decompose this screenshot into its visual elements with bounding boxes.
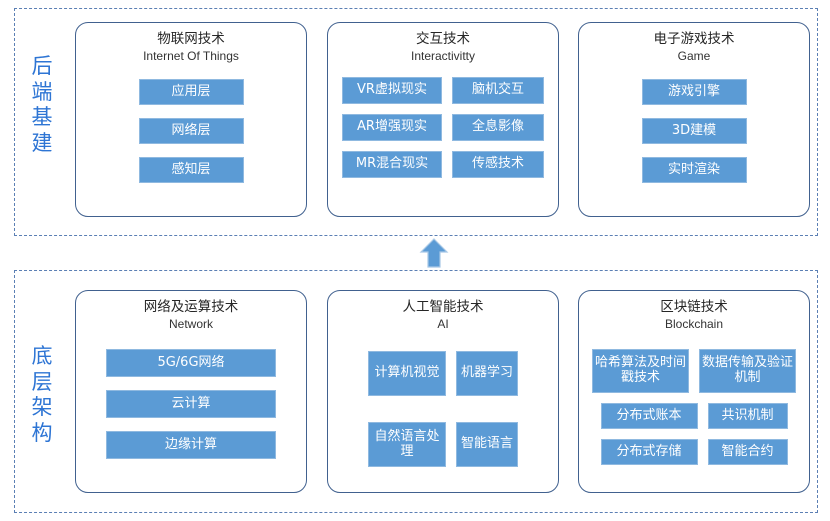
up-arrow-icon [419, 238, 449, 268]
card-interactivity[interactable]: 交互技术 Interactivitty VR虚拟现实 脑机交互 AR增强现实 全… [327, 22, 559, 217]
chip-interactivity-0-0[interactable]: VR虚拟现实 [342, 77, 442, 104]
chip-row: 自然语言处理 智能语言 [368, 422, 518, 467]
chip-interactivity-0-1[interactable]: 脑机交互 [452, 77, 544, 104]
card-interactivity-subtitle: Interactivitty [410, 49, 476, 63]
layer-label-backend: 后端 基建 [31, 54, 53, 155]
chip-row: 计算机视觉 机器学习 [368, 351, 518, 396]
card-blockchain-subtitle: Blockchain [664, 317, 724, 331]
card-iot-chips: 应用层 网络层 感知层 [76, 79, 306, 183]
chip-row: 实时渲染 [641, 157, 747, 183]
chip-ai-0-1[interactable]: 机器学习 [456, 351, 518, 396]
card-iot[interactable]: 物联网技术 Internet Of Things 应用层 网络层 感知层 [75, 22, 307, 217]
card-iot-title: 物联网技术 [157, 31, 225, 47]
chip-game-2-0[interactable]: 实时渲染 [641, 157, 747, 183]
layer-region-backend [14, 8, 818, 236]
chip-blockchain-1-0[interactable]: 分布式账本 [600, 403, 698, 429]
chip-blockchain-2-0[interactable]: 分布式存储 [600, 439, 698, 465]
chip-blockchain-2-1[interactable]: 智能合约 [707, 439, 788, 465]
card-network-subtitle: Network [168, 317, 213, 331]
chip-interactivity-1-0[interactable]: AR增强现实 [342, 114, 442, 141]
card-blockchain[interactable]: 区块链技术 Blockchain 哈希算法及时间戳技术 数据传输及验证机制 分布… [578, 290, 810, 493]
chip-iot-2-0[interactable]: 感知层 [138, 157, 244, 183]
chip-game-1-0[interactable]: 3D建模 [641, 118, 747, 144]
chip-interactivity-2-1[interactable]: 传感技术 [452, 151, 544, 178]
card-interactivity-chips: VR虚拟现实 脑机交互 AR增强现实 全息影像 MR混合现实 传感技术 [328, 77, 558, 178]
chip-network-0-0[interactable]: 5G/6G网络 [106, 349, 276, 377]
chip-row: VR虚拟现实 脑机交互 [342, 77, 544, 104]
chip-interactivity-1-1[interactable]: 全息影像 [452, 114, 544, 141]
chip-iot-0-0[interactable]: 应用层 [138, 79, 244, 105]
chip-blockchain-1-1[interactable]: 共识机制 [707, 403, 788, 429]
chip-row: 分布式存储 智能合约 [600, 439, 788, 465]
card-network-chips: 5G/6G网络 云计算 边缘计算 [76, 349, 306, 459]
chip-ai-0-0[interactable]: 计算机视觉 [368, 351, 446, 396]
chip-row: 游戏引擎 [641, 79, 747, 105]
card-ai[interactable]: 人工智能技术 AI 计算机视觉 机器学习 自然语言处理 智能语言 [327, 290, 559, 493]
chip-interactivity-2-0[interactable]: MR混合现实 [342, 151, 442, 178]
chip-blockchain-0-0[interactable]: 哈希算法及时间戳技术 [592, 349, 689, 393]
card-network-title: 网络及运算技术 [143, 299, 239, 315]
chip-ai-1-0[interactable]: 自然语言处理 [368, 422, 446, 467]
chip-row: MR混合现实 传感技术 [342, 151, 544, 178]
card-game-chips: 游戏引擎 3D建模 实时渲染 [579, 79, 809, 183]
chip-network-1-0[interactable]: 云计算 [106, 390, 276, 418]
chip-row: 感知层 [138, 157, 244, 183]
card-interactivity-title: 交互技术 [416, 31, 470, 47]
card-blockchain-chips: 哈希算法及时间戳技术 数据传输及验证机制 分布式账本 共识机制 分布式存储 智能… [579, 349, 809, 465]
chip-row: AR增强现实 全息影像 [342, 114, 544, 141]
chip-row: 边缘计算 [106, 431, 276, 459]
chip-ai-1-1[interactable]: 智能语言 [456, 422, 518, 467]
chip-row: 分布式账本 共识机制 [600, 403, 788, 429]
layer-region-foundation [14, 270, 818, 513]
chip-network-2-0[interactable]: 边缘计算 [106, 431, 276, 459]
card-network[interactable]: 网络及运算技术 Network 5G/6G网络 云计算 边缘计算 [75, 290, 307, 493]
card-blockchain-title: 区块链技术 [660, 299, 728, 315]
chip-row: 应用层 [138, 79, 244, 105]
card-ai-subtitle: AI [437, 317, 449, 331]
card-ai-chips: 计算机视觉 机器学习 自然语言处理 智能语言 [328, 351, 558, 467]
chip-blockchain-0-1[interactable]: 数据传输及验证机制 [699, 349, 796, 393]
chip-row: 5G/6G网络 [106, 349, 276, 377]
card-iot-subtitle: Internet Of Things [143, 49, 239, 63]
chip-game-0-0[interactable]: 游戏引擎 [641, 79, 747, 105]
card-game-title: 电子游戏技术 [653, 31, 735, 47]
chip-iot-1-0[interactable]: 网络层 [138, 118, 244, 144]
layer-label-foundation: 底层 架构 [31, 344, 53, 445]
chip-row: 云计算 [106, 390, 276, 418]
chip-row: 3D建模 [641, 118, 747, 144]
card-ai-title: 人工智能技术 [402, 299, 484, 315]
card-game-subtitle: Game [677, 49, 711, 63]
card-game[interactable]: 电子游戏技术 Game 游戏引擎 3D建模 实时渲染 [578, 22, 810, 217]
chip-row: 哈希算法及时间戳技术 数据传输及验证机制 [592, 349, 796, 393]
chip-row: 网络层 [138, 118, 244, 144]
